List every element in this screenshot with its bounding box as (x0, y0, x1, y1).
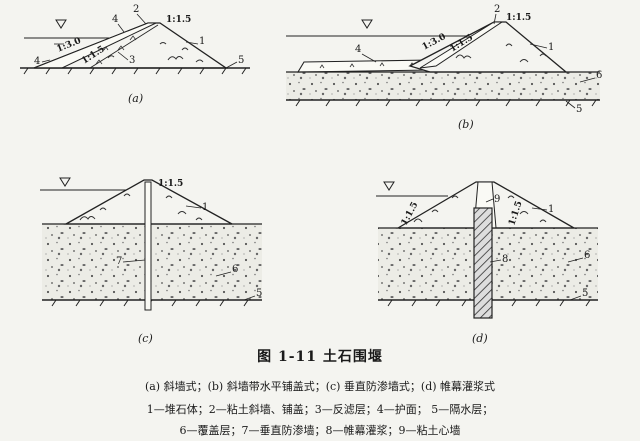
panel-a: 1:3.0 1:1.5 1:1.5 2 4 1 3 4 5 (a) (20, 4, 250, 105)
leader-6 (567, 257, 584, 263)
water-level-icon (59, 177, 71, 187)
leader-6 (579, 77, 596, 83)
overburden-layer (286, 72, 600, 100)
rockfill-texture (79, 193, 203, 221)
leader-5 (569, 295, 582, 301)
water-level-icon (55, 19, 67, 29)
blanket-texture (319, 62, 415, 69)
leader-4-top (117, 23, 125, 33)
clay-slope-wall (419, 21, 504, 69)
leader-2 (493, 13, 497, 25)
callout-3: 3 (129, 55, 135, 66)
callout-6: 6 (596, 70, 602, 81)
leader-5 (243, 295, 256, 301)
rockfill-texture-2 (95, 35, 137, 65)
filter-layer-line (89, 24, 159, 69)
embankment (408, 21, 568, 73)
panel-label-a: (a) (128, 92, 143, 105)
callout-2: 2 (494, 4, 500, 15)
water-level-icon (361, 19, 373, 29)
callout-8: 8 (502, 254, 508, 265)
leader-6 (215, 271, 232, 277)
leader-8 (489, 259, 502, 263)
callout-1: 1 (548, 42, 554, 53)
ground-hatch (23, 67, 247, 75)
overburden-layer (42, 224, 262, 300)
slope-label-downstream: 1:1.5 (158, 179, 183, 189)
callout-1: 1 (199, 36, 205, 47)
figure-title: 图 1-11 土石围堰 (257, 349, 383, 365)
callout-4-left: 4 (34, 56, 40, 67)
panel-label-d: (d) (472, 332, 488, 345)
callout-1: 1 (548, 204, 554, 215)
panel-label-c: (c) (138, 332, 153, 345)
callout-4-top: 4 (112, 14, 118, 25)
aquiclude-hatch (295, 99, 597, 107)
callout-4: 4 (355, 44, 361, 55)
leader-1 (185, 205, 202, 209)
leader-1 (185, 41, 199, 45)
leader-3 (117, 51, 129, 61)
callout-9: 9 (494, 194, 500, 205)
vertical-cutoff-wall (144, 181, 152, 311)
leader-7 (122, 259, 146, 263)
callout-5: 5 (582, 288, 588, 299)
panel-b: 1:3.0 1:1.5 1:1.5 2 4 1 6 5 (b) (286, 4, 602, 131)
leader-9 (485, 198, 494, 203)
panel-c: 1:1.5 1 7 6 5 (c) (40, 177, 262, 345)
figure-legend-line-2: 6—覆盖层；7—垂直防渗墙；8—帷幕灌浆；9—粘土心墙 (179, 424, 461, 437)
panel-d: 1:1.5 1:1.5 9 1 8 6 5 (d) (376, 181, 598, 345)
grout-curtain (473, 207, 493, 319)
leader-5 (565, 100, 576, 109)
leader-1 (531, 207, 548, 211)
leader-5 (225, 61, 238, 69)
callout-5: 5 (238, 55, 244, 66)
leader-4 (361, 53, 377, 63)
figure-legend-line-1: 1—堆石体；2—粘土斜墙、铺盖；3—反滤层；4—护面； 5—隔水层； (146, 403, 494, 416)
leader-2 (136, 13, 147, 25)
rockfill-texture (107, 42, 204, 63)
callout-6: 6 (584, 250, 590, 261)
aquiclude-hatch (387, 299, 591, 307)
callout-2: 2 (133, 4, 139, 15)
callout-5: 5 (256, 288, 262, 299)
figure-subtypes: (a) 斜墙式；(b) 斜墙带水平铺盖式；(c) 垂直防渗墙式；(d) 帷幕灌浆… (144, 380, 496, 393)
rockfill-texture (455, 43, 547, 63)
callout-6: 6 (232, 264, 238, 275)
leader-4-left (41, 59, 51, 63)
rockfill-texture (413, 195, 547, 223)
callout-7: 7 (116, 256, 122, 267)
slope-label-downstream: 1:1.5 (166, 15, 191, 25)
panel-label-b: (b) (458, 118, 474, 131)
callout-5: 5 (576, 104, 582, 115)
callout-1: 1 (202, 202, 208, 213)
water-level-icon (383, 181, 395, 191)
leader-1 (529, 43, 548, 49)
slope-label-downstream: 1:1.5 (506, 13, 531, 23)
